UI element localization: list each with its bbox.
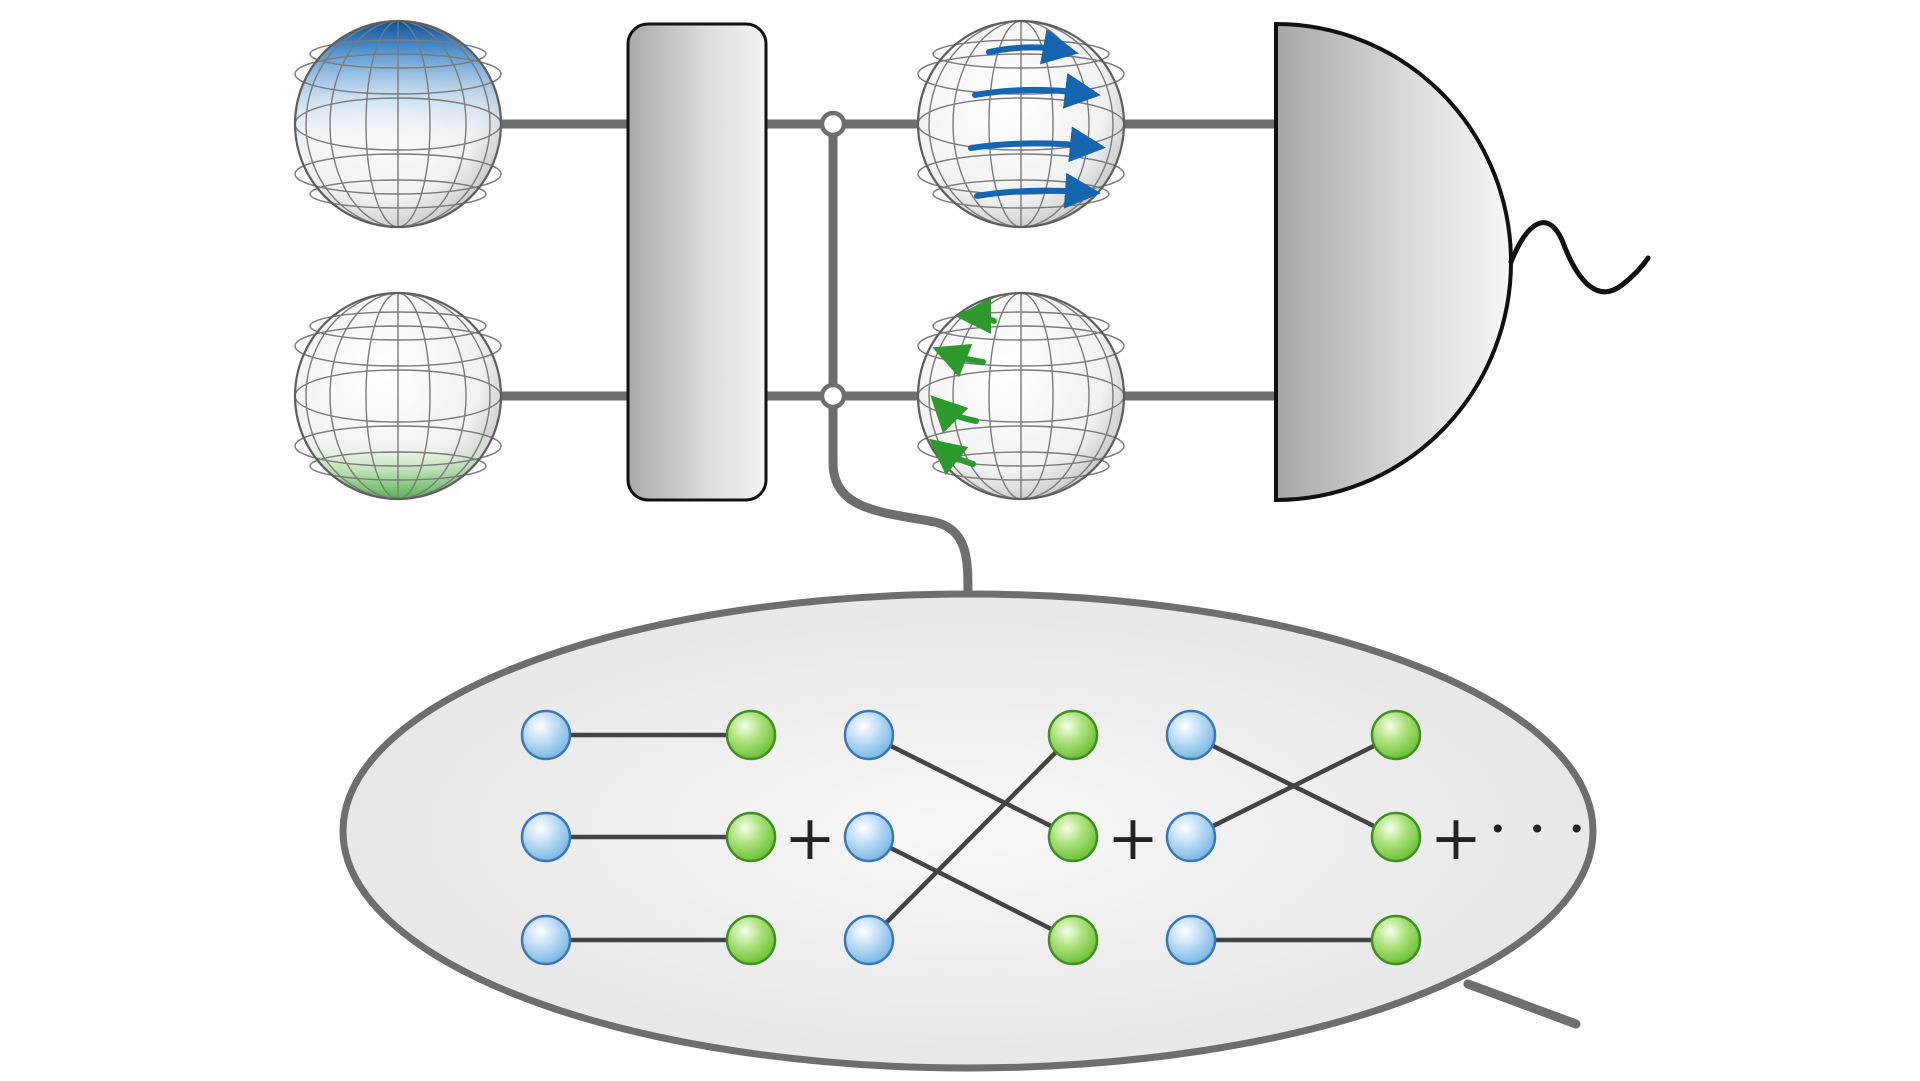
blue-node xyxy=(843,811,895,863)
pairing-nodes xyxy=(520,709,1422,966)
junction-top xyxy=(819,110,847,138)
green-node xyxy=(725,709,777,761)
green-node xyxy=(1047,709,1099,761)
beam-splitter-icon xyxy=(626,22,768,502)
circuit-wires xyxy=(495,119,1581,1029)
green-node xyxy=(1047,811,1099,863)
blue-node xyxy=(843,709,895,761)
rotation-arrows-blue xyxy=(968,28,1106,209)
plus-sign-3: + xyxy=(1430,801,1482,874)
zoom-bubble xyxy=(339,590,1597,1072)
blue-node xyxy=(520,811,572,863)
green-node xyxy=(1370,811,1422,863)
green-node xyxy=(1370,709,1422,761)
wire-to-bubble xyxy=(828,391,973,599)
blue-node xyxy=(520,914,572,966)
plus-sign-1: + xyxy=(784,801,836,874)
blue-node xyxy=(843,914,895,966)
bloch-sphere-top-right-icon xyxy=(916,19,1126,229)
signal-wave-icon xyxy=(1508,220,1651,295)
blue-node xyxy=(1165,914,1217,966)
ellipsis: · · · xyxy=(1488,792,1587,865)
bloch-sphere-bottom-left-icon xyxy=(293,291,503,501)
bloch-sphere-top-left-icon xyxy=(293,19,503,229)
bubble-tail xyxy=(1463,979,1581,1029)
plus-sign-2: + xyxy=(1107,801,1159,874)
blue-node xyxy=(1165,811,1217,863)
pairing-edges xyxy=(543,732,1399,943)
blue-node xyxy=(520,709,572,761)
green-node xyxy=(1370,914,1422,966)
detector-icon xyxy=(1274,21,1513,503)
blue-node xyxy=(1165,709,1217,761)
green-node xyxy=(725,914,777,966)
bloch-sphere-bottom-right-icon xyxy=(916,291,1126,501)
rotation-arrows-green xyxy=(928,298,997,476)
junction-bottom xyxy=(819,382,847,410)
green-node xyxy=(1047,914,1099,966)
green-node xyxy=(725,811,777,863)
